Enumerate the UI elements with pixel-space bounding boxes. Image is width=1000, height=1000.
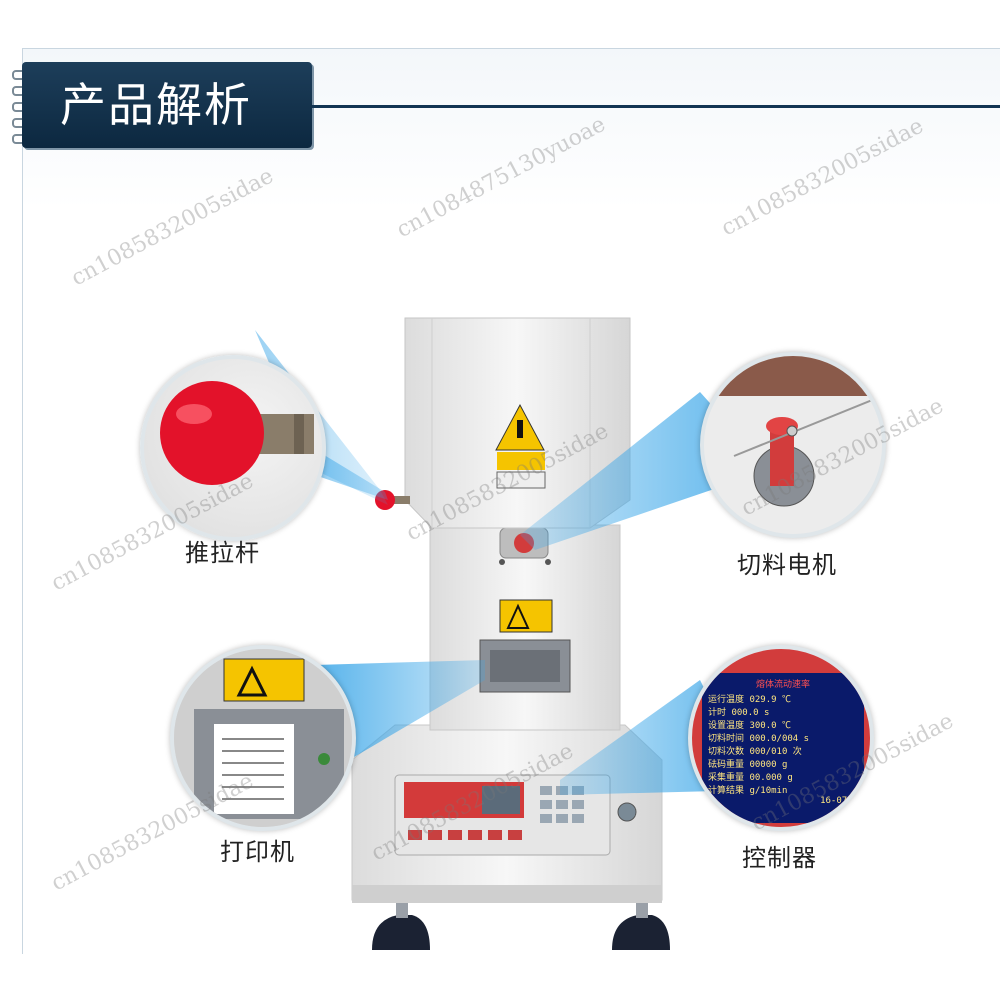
screen-row: 切料次数 000/010 次 bbox=[708, 747, 802, 757]
screen-heading: 熔体流动速率 bbox=[755, 680, 810, 690]
callout-controller: 熔体流动速率 运行温度 029.9 ℃ 计时 000.0 s 设置温度 300.… bbox=[688, 645, 874, 831]
label-printer: 打印机 bbox=[220, 838, 295, 866]
screen-footer: 16-07-0 bbox=[820, 796, 858, 806]
callout-push-rod bbox=[140, 355, 326, 541]
screen-row: 切料时间 000.0/004 s bbox=[708, 734, 810, 744]
label-push-rod: 推拉杆 bbox=[185, 539, 260, 567]
screen-row: 砝码重量 00000 g bbox=[708, 760, 788, 770]
machine-feet bbox=[372, 900, 670, 950]
controller-screen: 熔体流动速率 运行温度 029.9 ℃ 计时 000.0 s 设置温度 300.… bbox=[702, 673, 864, 823]
label-cutting-motor: 切料电机 bbox=[737, 551, 837, 579]
page-title: 产品解析 bbox=[22, 62, 312, 148]
title-divider bbox=[312, 105, 1000, 108]
callout-cutting-motor bbox=[700, 352, 886, 538]
beam-printer bbox=[315, 660, 485, 780]
screen-row: 计时 000.0 s bbox=[708, 708, 770, 718]
label-controller: 控制器 bbox=[742, 844, 817, 872]
screen-row: 计算结果 g/10min bbox=[708, 786, 788, 796]
push-rod-icon bbox=[160, 381, 314, 485]
screen-row: 采集重量 00.000 g bbox=[708, 773, 793, 783]
screen-row: 运行温度 029.9 ℃ bbox=[708, 695, 791, 705]
callout-printer bbox=[170, 645, 356, 831]
screen-row: 设置温度 300.0 ℃ bbox=[708, 721, 791, 731]
printer-icon bbox=[174, 649, 352, 827]
